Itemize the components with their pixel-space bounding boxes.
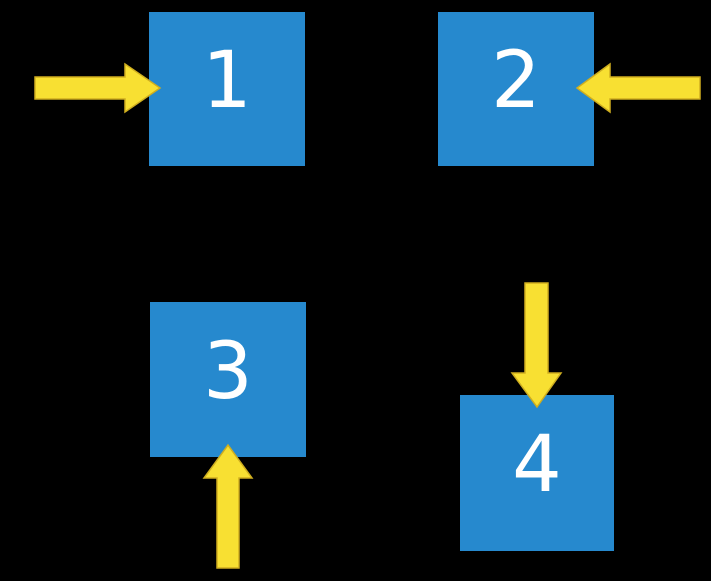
arrow-down-icon (510, 282, 563, 409)
square-2-label: 2 (491, 36, 541, 126)
square-4: 4 (460, 395, 614, 551)
square-1-label: 1 (202, 36, 252, 126)
square-4-label: 4 (512, 420, 562, 510)
square-2: 2 (438, 12, 594, 166)
square-3: 3 (150, 302, 306, 457)
arrow-left-icon (575, 62, 701, 114)
square-3-label: 3 (203, 326, 253, 417)
arrow-right-icon (34, 62, 162, 114)
square-1: 1 (149, 12, 305, 166)
arrow-up-icon (202, 443, 254, 569)
